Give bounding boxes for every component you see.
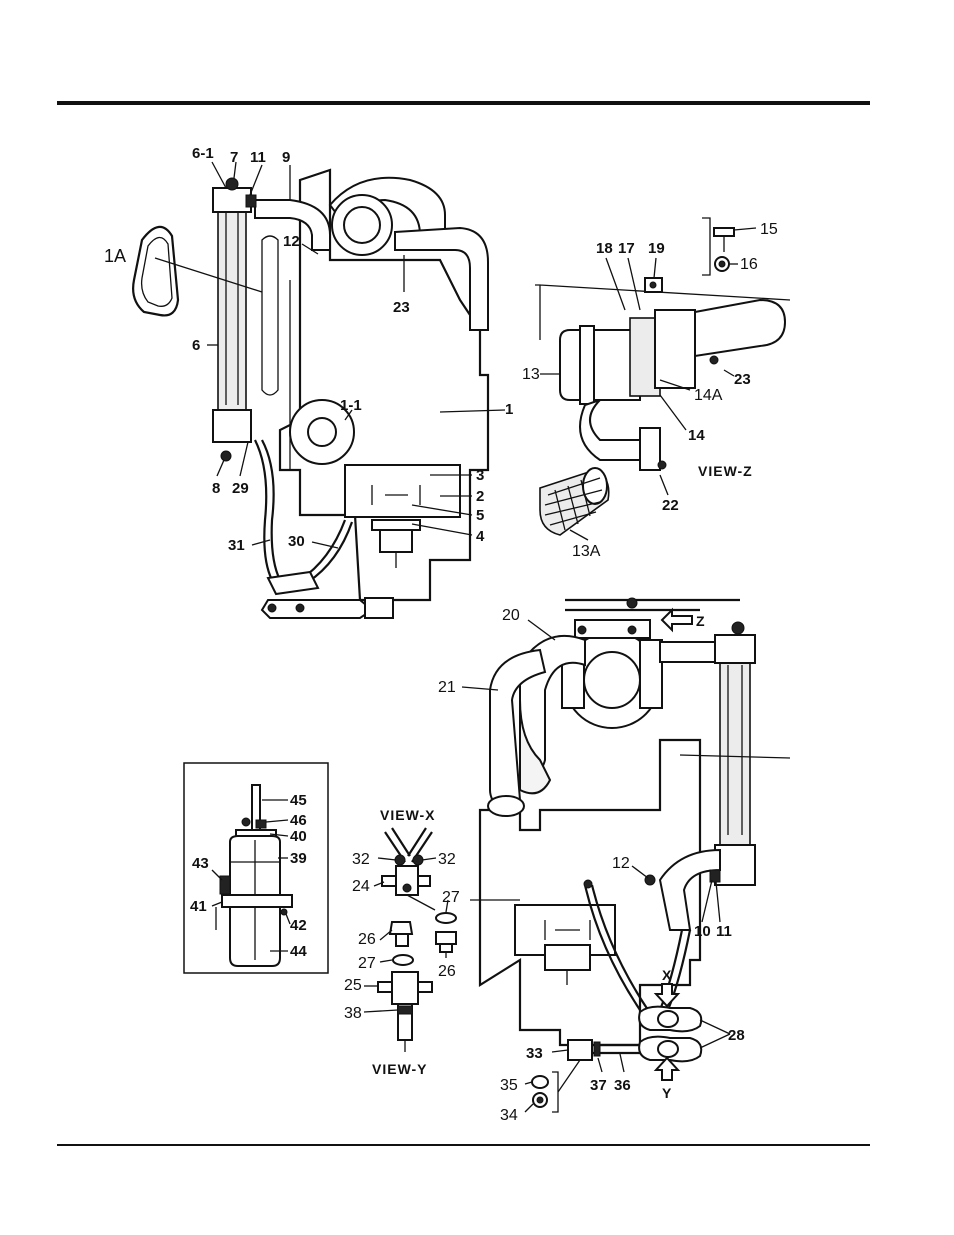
callout-32-right: 32 <box>438 851 456 868</box>
callout-11-bottom: 11 <box>716 923 732 940</box>
callout-45: 45 <box>290 792 307 809</box>
callout-23-z: 23 <box>734 371 751 388</box>
callout-39: 39 <box>290 850 307 867</box>
callout-20: 20 <box>502 607 520 624</box>
callout-30: 30 <box>288 533 305 550</box>
view-x-label: VIEW-X <box>380 807 436 823</box>
view-z-label: VIEW-Z <box>698 463 753 479</box>
belt-1a-icon <box>133 227 178 316</box>
callout-14: 14 <box>688 427 705 444</box>
callout-27-left: 27 <box>358 955 376 972</box>
callout-27-right: 27 <box>442 889 460 906</box>
callout-16: 16 <box>740 256 758 273</box>
callout-1a: 1A <box>104 246 126 266</box>
callout-14a: 14A <box>694 387 723 404</box>
callout-13: 13 <box>522 366 540 383</box>
callout-43: 43 <box>192 855 209 872</box>
callout-38: 38 <box>344 1005 362 1022</box>
callout-19: 19 <box>648 240 665 257</box>
callout-2: 2 <box>476 488 484 505</box>
callout-12-bottom: 12 <box>612 855 630 872</box>
callout-3: 3 <box>476 467 484 484</box>
callout-1-1: 1-1 <box>340 397 362 414</box>
callout-17: 17 <box>618 240 635 257</box>
callout-28: 28 <box>728 1027 745 1044</box>
callout-13a: 13A <box>572 543 601 560</box>
callout-25: 25 <box>344 977 362 994</box>
callout-32-left: 32 <box>352 851 370 868</box>
callout-12: 12 <box>283 233 300 250</box>
callout-9: 9 <box>282 149 290 166</box>
callout-31: 31 <box>228 537 245 554</box>
filter-element-13a-icon <box>540 468 609 535</box>
callout-44: 44 <box>290 943 307 960</box>
callout-42: 42 <box>290 917 307 934</box>
callout-36: 36 <box>614 1077 631 1094</box>
callout-37: 37 <box>590 1077 607 1094</box>
callout-24: 24 <box>352 878 370 895</box>
callout-40: 40 <box>290 828 307 845</box>
callout-46: 46 <box>290 812 307 829</box>
callout-7: 7 <box>230 149 238 166</box>
callout-26-right: 26 <box>438 963 456 980</box>
callout-6: 6 <box>192 337 200 354</box>
engine-assembly-top <box>213 170 488 618</box>
callout-22: 22 <box>662 497 679 514</box>
callout-4: 4 <box>476 528 485 545</box>
callout-1: 1 <box>505 401 513 418</box>
callout-15: 15 <box>760 221 778 238</box>
callout-34: 34 <box>500 1107 518 1124</box>
arrow-z-label: Z <box>696 613 706 629</box>
callout-35: 35 <box>500 1077 518 1094</box>
callout-23: 23 <box>393 299 410 316</box>
callout-41: 41 <box>190 898 207 915</box>
callout-33: 33 <box>526 1045 543 1062</box>
arrow-x-label: X <box>662 967 672 983</box>
arrow-y-label: Y <box>662 1085 672 1101</box>
callout-21: 21 <box>438 679 456 696</box>
callout-6-1: 6-1 <box>192 145 214 162</box>
callout-29: 29 <box>232 480 249 497</box>
callout-10: 10 <box>694 923 711 940</box>
callout-18: 18 <box>596 240 613 257</box>
callout-8: 8 <box>212 480 220 497</box>
callout-5: 5 <box>476 507 484 524</box>
view-y-label: VIEW-Y <box>372 1061 428 1077</box>
callout-26-left: 26 <box>358 931 376 948</box>
callout-11: 11 <box>250 149 266 166</box>
